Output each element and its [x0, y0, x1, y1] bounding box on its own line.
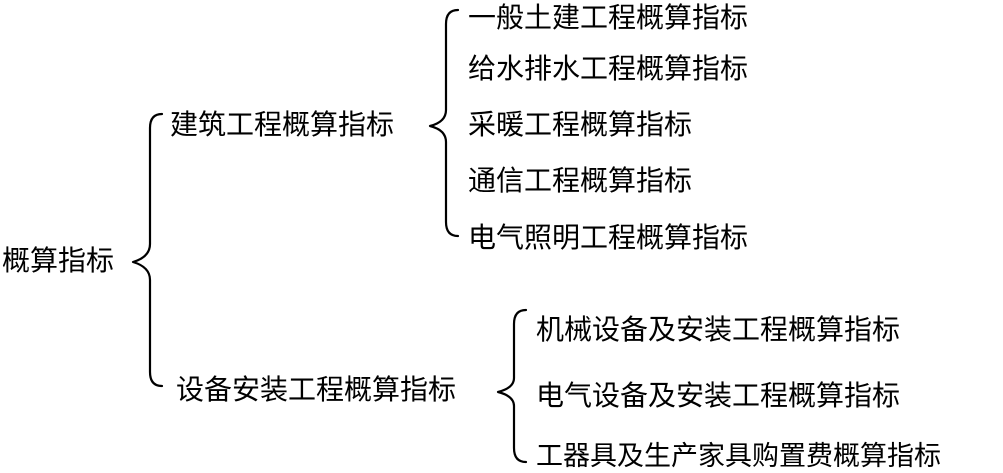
- leaf-building-5: 电气照明工程概算指标: [468, 221, 749, 254]
- leaf-building-2: 给水排水工程概算指标: [468, 52, 749, 85]
- brace-root: [131, 112, 164, 388]
- root-node: 概算指标: [2, 244, 115, 277]
- leaf-building-1: 一般土建工程概算指标: [468, 1, 749, 34]
- leaf-equipment-1: 机械设备及安装工程概算指标: [536, 313, 901, 346]
- brace-building: [428, 8, 460, 238]
- leaf-equipment-2: 电气设备及安装工程概算指标: [536, 379, 901, 412]
- branch-equipment: 设备安装工程概算指标: [176, 373, 457, 406]
- branch-building: 建筑工程概算指标: [170, 108, 395, 141]
- leaf-equipment-3: 工器具及生产家具购置费概算指标: [536, 441, 941, 472]
- leaf-building-3: 采暖工程概算指标: [468, 108, 693, 141]
- leaf-building-4: 通信工程概算指标: [468, 164, 693, 197]
- brace-equipment: [496, 308, 528, 464]
